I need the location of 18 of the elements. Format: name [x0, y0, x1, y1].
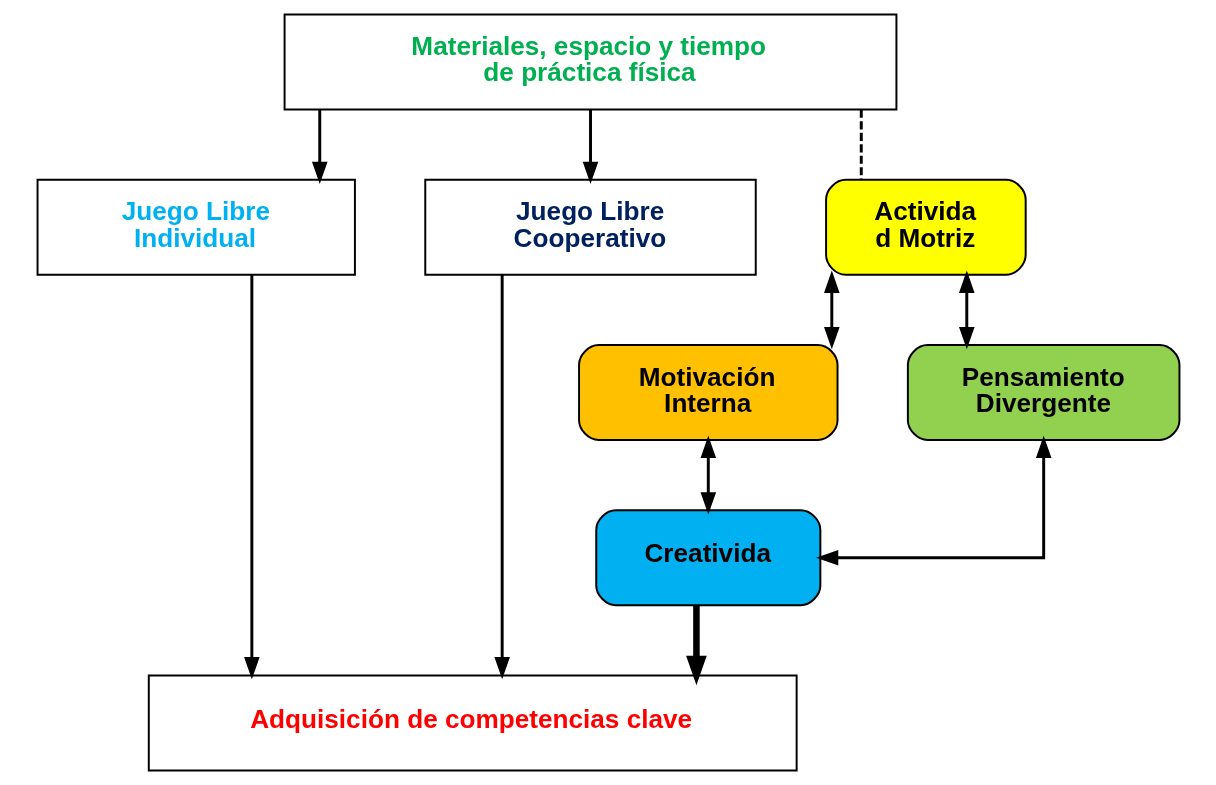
arrow: [700, 435, 716, 515]
connector: [859, 109, 863, 180]
node-box: Creativida: [594, 509, 821, 607]
node-box: Materiales, espacio y tiempo de práctica física: [283, 13, 897, 111]
arrow: [685, 605, 707, 686]
arrow: [311, 109, 328, 185]
arrow: [815, 435, 1051, 566]
arrow: [823, 270, 840, 350]
node-box: Juego Libre Cooperativo: [423, 178, 757, 276]
node-box: Juego Libre Individual: [36, 178, 356, 276]
node-box: Motivación Interna: [577, 344, 838, 441]
arrow: [958, 270, 975, 350]
arrow: [493, 274, 510, 680]
node-box: Activida d Motriz: [824, 178, 1027, 276]
node-box: Pensamiento Divergente: [906, 344, 1180, 441]
arrow: [243, 274, 260, 680]
node-box: Adquisición de competencias clave: [147, 674, 798, 772]
arrow: [582, 109, 598, 185]
